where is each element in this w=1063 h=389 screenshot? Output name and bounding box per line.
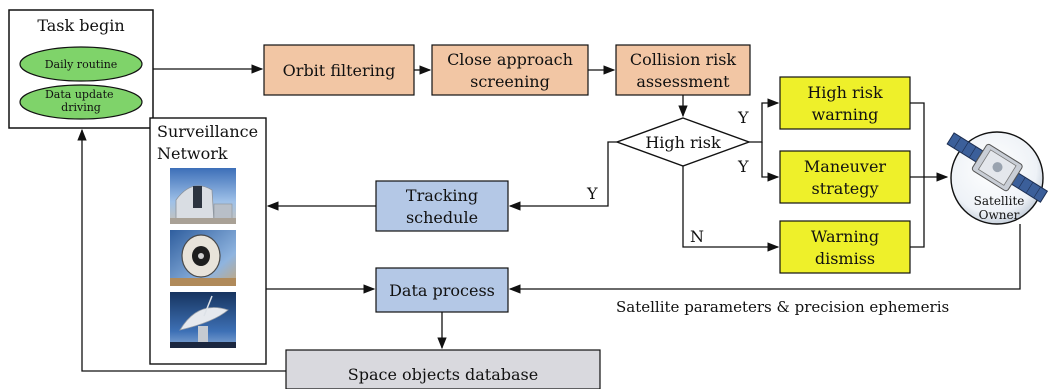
ephemeris-annotation: Satellite parameters & precision ephemer… (616, 298, 949, 316)
decision-label: High risk (645, 133, 721, 152)
maneuver-strategy-rect (779, 150, 911, 204)
collision-risk-box: Collision risk assessment (615, 44, 751, 96)
orbit-filtering-box: Orbit filtering (263, 44, 415, 96)
orbit-filtering-label: Orbit filtering (283, 61, 396, 80)
branch-no-dismiss: N (690, 227, 704, 246)
high-risk-warning-rect (779, 76, 911, 130)
satellite-owner-label-2: Owner (979, 208, 1020, 222)
arrow-decision-to-dismiss (682, 166, 780, 252)
orbit-filtering-rect (263, 44, 415, 96)
maneuver-strategy-label-1: Maneuver (804, 157, 887, 176)
branch-yes-maneuver: Y (737, 157, 749, 176)
tracking-schedule-box: Tracking schedule (375, 180, 509, 232)
close-approach-label-2: screening (470, 72, 550, 91)
warning-dismiss-label-2: dismiss (815, 249, 875, 268)
merge-line-outcomes (910, 102, 925, 248)
task-begin-box: Task begin Daily routine Data update dri… (8, 9, 154, 129)
data-update-label-line-2: driving (61, 101, 101, 114)
data-process-box: Data process (375, 267, 509, 313)
observatory-dome-photo (170, 168, 236, 224)
high-risk-warning-box: High risk warning (779, 76, 911, 130)
maneuver-strategy-box: Maneuver strategy (779, 150, 911, 204)
antenna-photo (170, 292, 236, 348)
arrow-database-to-task (77, 128, 286, 372)
warning-dismiss-rect (779, 220, 911, 274)
close-approach-box: Close approach screening (431, 44, 589, 96)
tracking-schedule-label-2: schedule (406, 208, 478, 227)
collision-risk-rect (615, 44, 751, 96)
arrow-decision-to-maneuver (761, 142, 780, 182)
daily-routine-oval (19, 46, 143, 82)
arrow-satellite-to-data (508, 224, 1021, 294)
space-objects-database-box: Space objects database (285, 349, 601, 389)
close-approach-rect (431, 44, 589, 96)
surveillance-title-2: Network (157, 144, 228, 163)
data-process-rect (375, 267, 509, 313)
database-rect (285, 349, 601, 389)
daily-routine-label: Daily routine (45, 58, 118, 71)
collision-risk-label-1: Collision risk (630, 50, 737, 69)
high-risk-decision: High risk (614, 117, 752, 167)
data-update-label: Data update driving (45, 88, 117, 114)
maneuver-strategy-label-2: strategy (811, 179, 878, 198)
data-update-oval (19, 84, 143, 120)
branch-yes-warning: Y (737, 108, 749, 127)
warning-dismiss-label-1: Warning (811, 227, 879, 246)
surveillance-title-1: Surveillance (157, 122, 258, 141)
close-approach-label-1: Close approach (447, 50, 573, 69)
surveillance-network-panel: Surveillance Network (149, 117, 267, 365)
arrow-decision-to-warning (749, 98, 780, 143)
satellite-icon (946, 132, 1049, 203)
radar-dish-photo (170, 230, 236, 286)
branch-yes-tracking: Y (586, 184, 598, 203)
connectors (77, 64, 1021, 372)
satellite-owner-label-1: Satellite (974, 194, 1025, 208)
arrow-decision-to-tracking (508, 141, 617, 211)
tracking-schedule-label-1: Tracking (406, 186, 478, 205)
data-update-label-text: Data update (45, 88, 114, 101)
high-risk-warning-label-2: warning (812, 105, 879, 124)
warning-dismiss-box: Warning dismiss (779, 220, 911, 274)
task-begin-title: Task begin (37, 16, 124, 35)
high-risk-warning-label-1: High risk (807, 83, 883, 102)
data-process-label: Data process (389, 281, 495, 300)
database-label: Space objects database (348, 365, 538, 384)
collision-risk-label-2: assessment (636, 72, 730, 91)
satellite-owner: Satellite Owner (946, 131, 1049, 225)
